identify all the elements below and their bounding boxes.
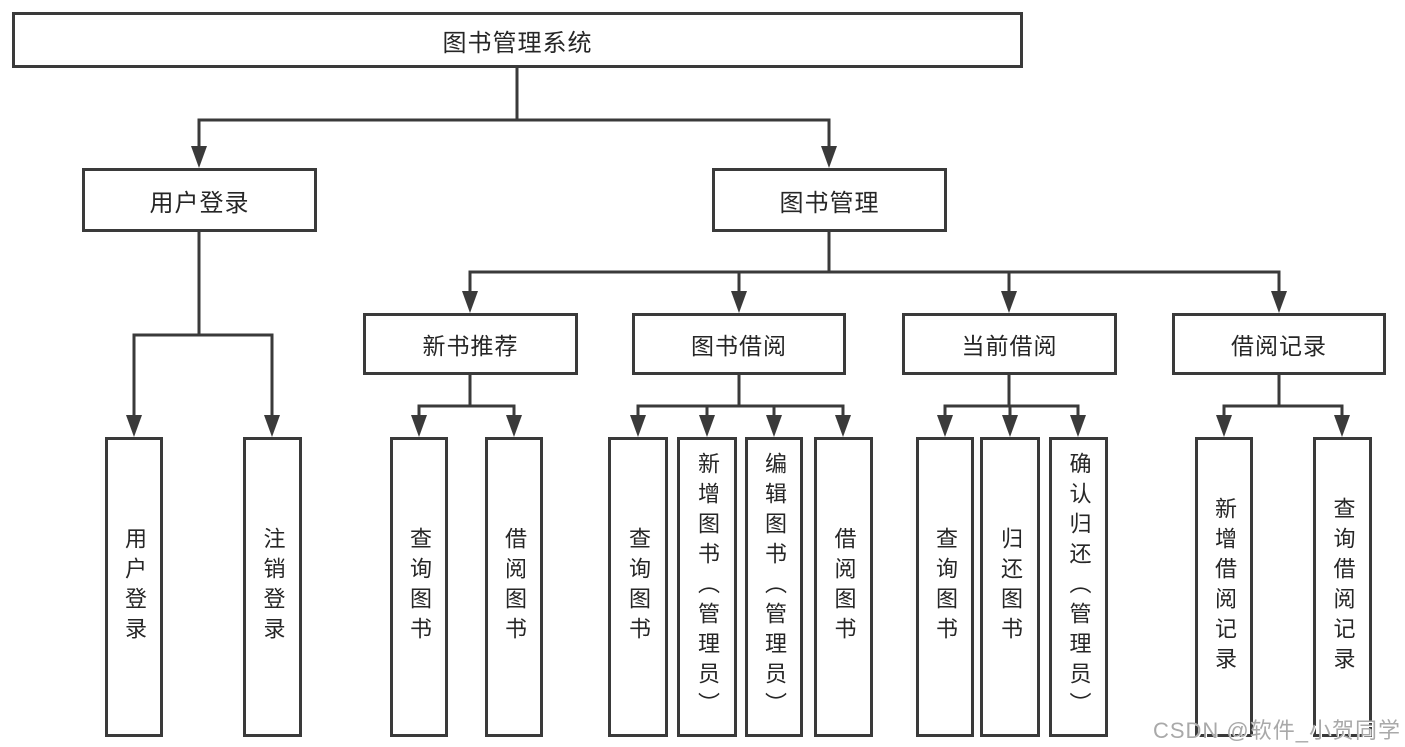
node-leaf-borrow-query-books: 查询图书 <box>608 437 668 737</box>
node-leaf-current-confirm-return-admin: 确认归还（管理员） <box>1049 437 1108 737</box>
node-label: 编辑图书（管理员） <box>762 452 787 722</box>
node-new-book-recommend: 新书推荐 <box>363 313 578 375</box>
node-leaf-logout: 注销登录 <box>243 437 302 737</box>
node-leaf-recommend-query-books: 查询图书 <box>390 437 448 737</box>
node-label: 查询图书 <box>933 527 958 647</box>
node-leaf-borrow-add-books-admin: 新增图书（管理员） <box>677 437 737 737</box>
node-current-borrow: 当前借阅 <box>902 313 1117 375</box>
node-label: 新增借阅记录 <box>1212 497 1237 677</box>
node-leaf-borrow-edit-books-admin: 编辑图书（管理员） <box>745 437 803 737</box>
node-root-library-management-system: 图书管理系统 <box>12 12 1023 68</box>
node-label: 确认归还（管理员） <box>1066 452 1092 722</box>
csdn-watermark: CSDN @软件_小贺同学 <box>1152 718 1401 743</box>
node-label: 用户登录 <box>149 189 250 217</box>
node-leaf-current-query-books: 查询图书 <box>916 437 974 737</box>
connector-borrow-records-to-leaves <box>1216 373 1350 437</box>
node-leaf-borrow-borrow-books: 借阅图书 <box>814 437 873 737</box>
node-label: 图书管理系统 <box>442 29 593 57</box>
node-label: 借阅图书 <box>831 527 857 647</box>
node-book-management: 图书管理 <box>712 168 947 232</box>
connector-root-to-level1 <box>191 66 837 168</box>
node-label: 借阅记录 <box>1231 333 1327 359</box>
node-label: 当前借阅 <box>961 333 1058 359</box>
node-label: 查询借阅记录 <box>1330 497 1356 677</box>
connector-current-borrow-to-leaves <box>937 373 1086 437</box>
node-label: 借阅图书 <box>502 527 527 647</box>
connector-user-login-to-leaves <box>126 230 280 437</box>
node-leaf-recommend-borrow-books: 借阅图书 <box>485 437 543 737</box>
connector-new-book-recommend-to-leaves <box>411 373 522 437</box>
node-leaf-current-return-books: 归还图书 <box>980 437 1040 737</box>
node-label: 新增图书（管理员） <box>695 452 720 722</box>
node-label: 新书推荐 <box>422 333 519 359</box>
node-label: 注销登录 <box>260 527 286 647</box>
node-label: 归还图书 <box>998 527 1023 647</box>
node-book-borrow: 图书借阅 <box>632 313 846 375</box>
node-leaf-add-borrow-record: 新增借阅记录 <box>1195 437 1253 737</box>
connector-book-management-to-level2 <box>462 230 1287 313</box>
node-label: 查询图书 <box>626 527 651 647</box>
node-label: 图书管理 <box>779 189 880 217</box>
node-label: 查询图书 <box>407 527 432 647</box>
connector-book-borrow-to-leaves <box>630 373 851 437</box>
node-label: 用户登录 <box>122 527 147 647</box>
node-user-login: 用户登录 <box>82 168 317 232</box>
node-leaf-user-login: 用户登录 <box>105 437 163 737</box>
node-leaf-query-borrow-record: 查询借阅记录 <box>1313 437 1372 737</box>
node-borrow-records: 借阅记录 <box>1172 313 1386 375</box>
node-label: 图书借阅 <box>691 333 787 359</box>
